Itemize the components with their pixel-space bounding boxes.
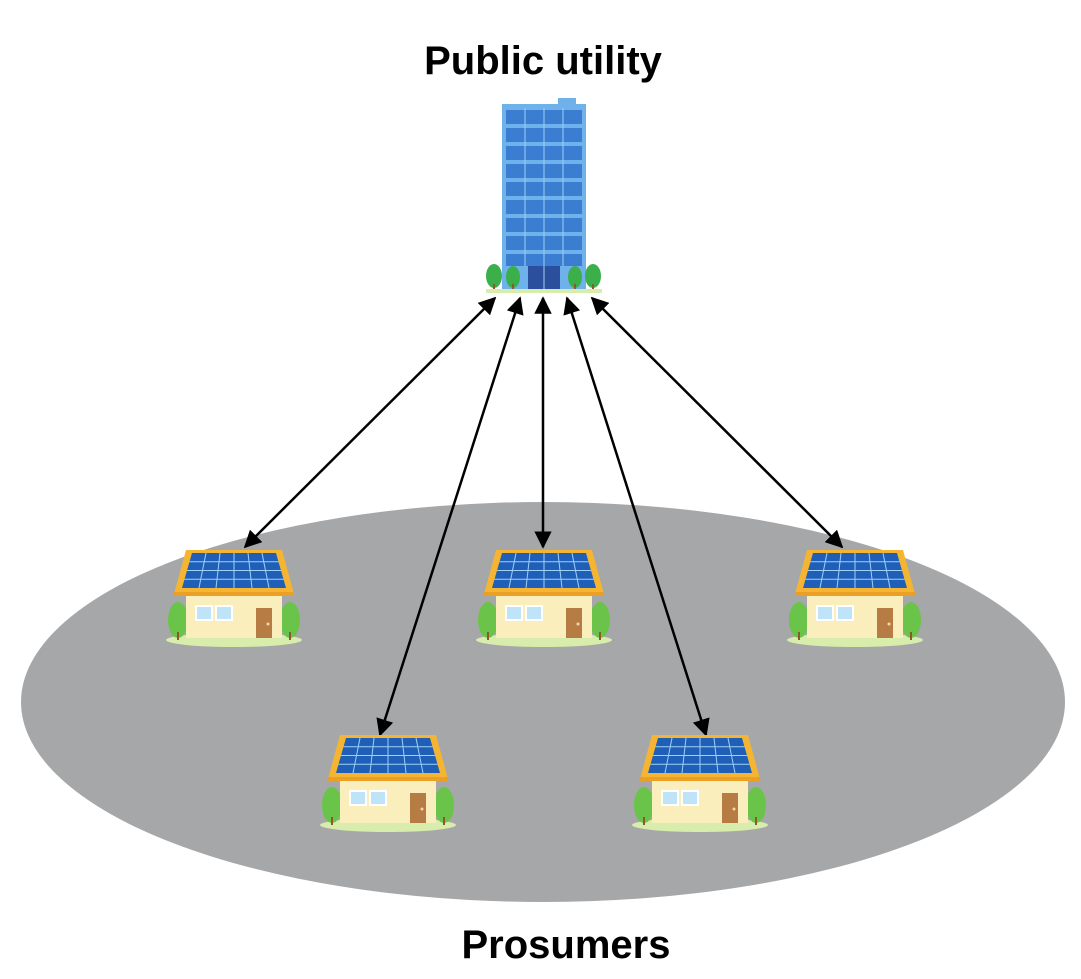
connection-arrows [243, 296, 844, 737]
solar-house-icon [319, 734, 457, 833]
solar-house-icon [786, 549, 924, 648]
solar-house-icon [631, 734, 769, 833]
public-utility-title: Public utility [424, 39, 663, 83]
arrow-utility-house-5 [590, 296, 844, 549]
solar-house-icon [475, 549, 613, 648]
prosumers-title: Prosumers [462, 923, 671, 967]
office-building-icon [486, 98, 602, 293]
solar-house-icon [165, 549, 303, 648]
arrow-utility-house-2 [376, 296, 524, 737]
